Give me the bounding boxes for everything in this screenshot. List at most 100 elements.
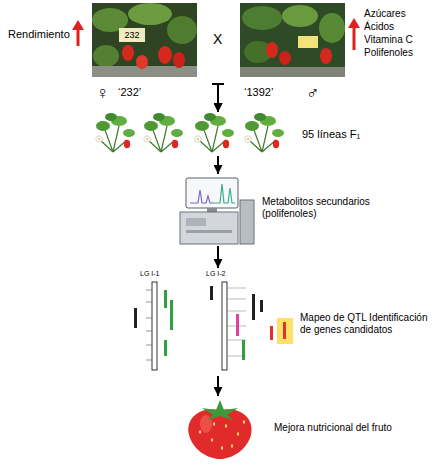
qtl-bar xyxy=(270,326,273,340)
plant-symbol xyxy=(195,113,234,152)
photo-strawberry xyxy=(136,55,148,69)
linkage-group xyxy=(222,282,227,370)
node-text-group: ‘1392’ xyxy=(244,86,300,99)
node-text: ‘232’ xyxy=(118,86,198,99)
photo-strawberry xyxy=(279,51,291,65)
node-text: Metabolitos secundarios (polifenoles) xyxy=(262,196,388,220)
node-text: Mejora nutricional del fruto xyxy=(274,422,424,434)
trait-label: Ácidos xyxy=(364,21,394,33)
photo-tag xyxy=(119,28,145,42)
population-stage: 95 líneas F₁ xyxy=(90,112,392,156)
strawberry xyxy=(188,400,251,459)
photo-strawberry xyxy=(173,52,185,68)
photo-leaf xyxy=(242,6,282,30)
photo-leaf xyxy=(167,16,197,44)
node-text-group: ‘232’ xyxy=(118,86,198,99)
metabolite-stage: Metabolitos secundarios (polifenoles) xyxy=(172,174,390,246)
node-text: 95 líneas F₁ xyxy=(302,128,388,141)
photo-mulch xyxy=(240,67,345,77)
linkage-group xyxy=(152,282,157,370)
arrow-head xyxy=(72,20,84,30)
qtl-highlight xyxy=(277,318,293,344)
trait-label: Polifenoles xyxy=(364,47,413,59)
arrow-head xyxy=(348,18,360,28)
instrument-panel xyxy=(186,218,206,226)
increase-arrow xyxy=(72,20,84,46)
instrument-body xyxy=(180,212,238,244)
qtl-bar xyxy=(134,308,137,328)
monitor-stand xyxy=(207,208,217,212)
plant-symbol xyxy=(245,113,284,152)
plant-symbol xyxy=(144,113,183,152)
hplc-instrument xyxy=(180,178,254,244)
node-text: ‘1392’ xyxy=(244,86,300,99)
arrow-shaft xyxy=(353,26,356,50)
qtl-bar xyxy=(170,300,173,330)
qtl-bar xyxy=(236,314,239,336)
trait-label: Azúcares xyxy=(364,8,406,20)
qtl-bar xyxy=(260,300,263,312)
strawberry-calyx xyxy=(202,400,238,420)
node-text-group: Mejora nutricional del fruto xyxy=(274,422,424,434)
qtl-bar xyxy=(252,294,255,320)
qtl-bar xyxy=(210,286,213,300)
node-text-group: Mapeo de QTL Identificación de genes can… xyxy=(300,312,435,336)
qtl-bar xyxy=(164,290,167,308)
linkage-group-name: LG I-2 xyxy=(206,270,225,278)
node-text-group: Metabolitos secundarios (polifenoles) xyxy=(262,196,388,220)
photo-ground xyxy=(240,3,345,77)
seed xyxy=(221,446,223,450)
seed xyxy=(199,430,201,434)
photo-strawberry xyxy=(158,46,172,64)
qtl-bar xyxy=(242,340,245,360)
fruit-stage: Mejora nutricional del fruto xyxy=(182,396,426,460)
qtl-stage: Mapeo de QTL Identificación de genes can… xyxy=(125,268,437,376)
monitor xyxy=(186,178,238,208)
photo-strawberry xyxy=(266,42,278,58)
qtl-map xyxy=(134,282,293,370)
flow-arrow xyxy=(217,376,219,396)
seed xyxy=(231,444,233,448)
seed xyxy=(225,424,227,428)
photo-strawberry xyxy=(320,48,332,64)
parent-label: ‘1392’ xyxy=(224,80,302,106)
instrument-tower xyxy=(240,200,254,244)
photo-strawberry xyxy=(122,45,134,61)
parent-photo xyxy=(240,3,345,77)
photo-leaf xyxy=(93,45,119,67)
photo-ground xyxy=(92,3,197,77)
parent-label: ‘232’ xyxy=(92,80,212,106)
instrument-panel xyxy=(186,230,232,233)
qtl-bar xyxy=(283,322,286,339)
tag-number: 232 xyxy=(119,30,145,40)
node-text: Mapeo de QTL Identificación de genes can… xyxy=(300,312,435,336)
seed xyxy=(237,432,239,436)
parent-photo xyxy=(92,3,197,77)
flow-arrow xyxy=(218,84,224,112)
cross-mark: X xyxy=(213,31,222,47)
photo-leaf xyxy=(282,5,318,27)
trait-label: Rendimiento xyxy=(8,28,70,41)
chromatogram-peak xyxy=(190,190,214,203)
photo-leaf xyxy=(128,3,172,25)
flow-arrow xyxy=(217,156,219,174)
photo-leaf xyxy=(319,13,345,43)
qtl-bar xyxy=(164,340,167,356)
plant-symbol xyxy=(96,113,135,152)
strawberry-body xyxy=(188,409,251,459)
sex-symbol: ♂ xyxy=(306,83,320,104)
seed xyxy=(213,422,215,426)
seed xyxy=(211,438,213,442)
marker-tick xyxy=(146,290,152,360)
seed xyxy=(243,420,245,424)
linkage-group-name: LG I-1 xyxy=(140,270,159,278)
node-text-group: 95 líneas F₁ xyxy=(302,128,388,141)
sex-symbol: ♀ xyxy=(96,83,110,104)
photo-tag xyxy=(298,36,318,48)
arrow-shaft xyxy=(77,28,80,46)
